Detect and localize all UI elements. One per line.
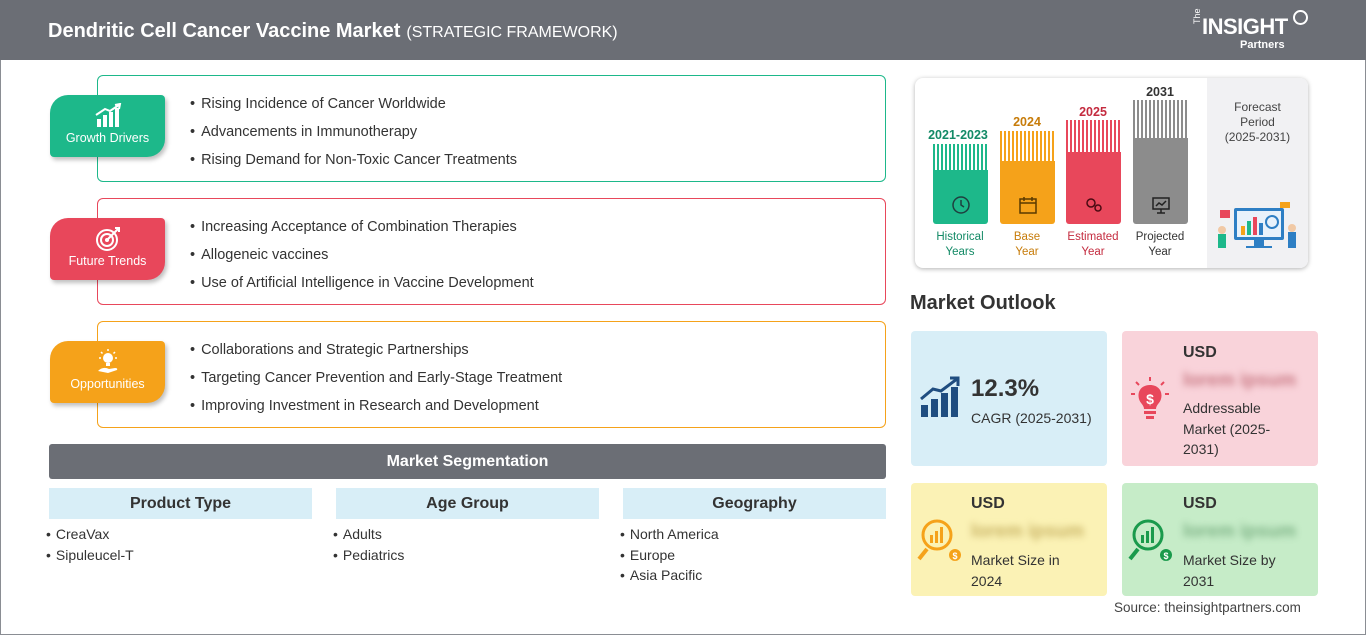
logo-ring-icon: [1293, 10, 1308, 25]
list-item: Adults: [333, 524, 404, 545]
opportunities-box: Collaborations and Strategic Partnership…: [97, 321, 886, 428]
growth-drivers-box: Rising Incidence of Cancer Worldwide Adv…: [97, 75, 886, 182]
future-trend-item: Allogeneic vaccines: [190, 245, 534, 273]
logo-partners: Partners: [1240, 39, 1285, 51]
year-label-projected: 2031: [1146, 85, 1174, 99]
timeline-bar-base: [1000, 131, 1055, 224]
magnifier-chart-green-icon: $: [1128, 519, 1172, 561]
year-label-base: 2024: [1013, 115, 1041, 129]
future-trend-item: Use of Artificial Intelligence in Vaccin…: [190, 273, 534, 301]
size-2031-value: lorem ipsum: [1183, 521, 1296, 542]
analytics-team-icon: [1218, 202, 1296, 248]
future-trends-label: Future Trends: [68, 254, 147, 268]
market-outlook-title: Market Outlook: [910, 292, 1056, 314]
opportunity-item: Targeting Cancer Prevention and Early-St…: [190, 368, 562, 396]
list-item: CreaVax: [46, 524, 134, 545]
addressable-market-card: $ USD lorem ipsum Addressable Market (20…: [1122, 331, 1318, 466]
opportunity-item: Improving Investment in Research and Dev…: [190, 396, 562, 424]
future-trends-tag: Future Trends: [50, 218, 165, 280]
page-subtitle: (STRATEGIC FRAMEWORK): [406, 24, 618, 41]
addressable-label: Addressable Market (2025-2031): [1183, 400, 1271, 457]
target-icon: [95, 227, 120, 251]
cagr-card: 12.3% CAGR (2025-2031): [911, 331, 1107, 466]
insight-partners-logo: The INSIGHT Partners: [1192, 8, 1312, 54]
list-item: North America: [620, 524, 719, 545]
size-2024-label: Market Size in 2024: [971, 552, 1060, 589]
growth-chart-icon: [920, 376, 960, 417]
addressable-value: lorem ipsum: [1183, 370, 1296, 391]
header-bar: Dendritic Cell Cancer Vaccine Market(STR…: [0, 0, 1366, 60]
year-label-estimated: 2025: [1079, 105, 1107, 119]
market-size-2024-card: $ USD lorem ipsum Market Size in 2024: [911, 483, 1107, 596]
age-group-list: Adults Pediatrics: [333, 524, 404, 565]
size-2024-value: lorem ipsum: [971, 521, 1084, 542]
svg-text:$: $: [1146, 391, 1154, 407]
geography-header: Geography: [623, 488, 886, 519]
list-item: Sipuleucel-T: [46, 545, 134, 566]
svg-text:$: $: [1163, 551, 1168, 561]
opportunities-tag: Opportunities: [50, 341, 165, 403]
lightbulb-hand-icon: [97, 349, 117, 373]
size-2024-usd: USD: [971, 495, 1005, 512]
magnifier-chart-icon: $: [917, 519, 961, 561]
presentation-icon: [1151, 197, 1170, 214]
growth-driver-item: Rising Incidence of Cancer Worldwide: [190, 94, 517, 122]
size-2031-usd: USD: [1183, 495, 1217, 512]
page-title: Dendritic Cell Cancer Vaccine Market(STR…: [48, 20, 618, 42]
timeline-bar-projected: [1133, 100, 1188, 224]
bulb-dollar-icon: $: [1131, 377, 1169, 419]
growth-drivers-label: Growth Drivers: [65, 131, 150, 145]
geography-list: North America Europe Asia Pacific: [620, 524, 719, 586]
product-type-list: CreaVax Sipuleucel-T: [46, 524, 134, 565]
opportunities-label: Opportunities: [70, 377, 145, 391]
logo-insight: INSIGHT: [1202, 14, 1288, 39]
cagr-label: CAGR (2025-2031): [971, 410, 1092, 426]
market-size-2031-card: $ USD lorem ipsum Market Size by 2031: [1122, 483, 1318, 596]
growth-driver-item: Advancements in Immunotherapy: [190, 122, 517, 150]
logo-the: The: [1192, 8, 1202, 24]
market-segmentation-header: Market Segmentation: [49, 444, 886, 479]
age-group-header: Age Group: [336, 488, 599, 519]
size-2031-label: Market Size by 2031: [1183, 552, 1276, 589]
year-label-historical: 2021-2023: [928, 128, 988, 142]
svg-text:$: $: [952, 551, 957, 561]
gears-icon: [1085, 198, 1102, 212]
opportunity-item: Collaborations and Strategic Partnership…: [190, 340, 562, 368]
cagr-value: 12.3%: [971, 375, 1040, 402]
list-item: Europe: [620, 545, 719, 566]
product-type-header: Product Type: [49, 488, 312, 519]
bar-growth-icon: [94, 103, 121, 127]
growth-drivers-tag: Growth Drivers: [50, 95, 165, 157]
timeline-bar-estimated: [1066, 120, 1121, 224]
future-trend-item: Increasing Acceptance of Combination The…: [190, 217, 534, 245]
growth-driver-item: Rising Demand for Non-Toxic Cancer Treat…: [190, 150, 517, 178]
history-icon: [951, 196, 970, 214]
list-item: Asia Pacific: [620, 565, 719, 586]
source-text: Source: theinsightpartners.com: [1114, 600, 1301, 615]
future-trends-box: Increasing Acceptance of Combination The…: [97, 198, 886, 305]
timeline-bar-historical: [933, 144, 988, 224]
list-item: Pediatrics: [333, 545, 404, 566]
addressable-usd: USD: [1183, 344, 1217, 361]
calendar-icon: [1018, 197, 1037, 214]
